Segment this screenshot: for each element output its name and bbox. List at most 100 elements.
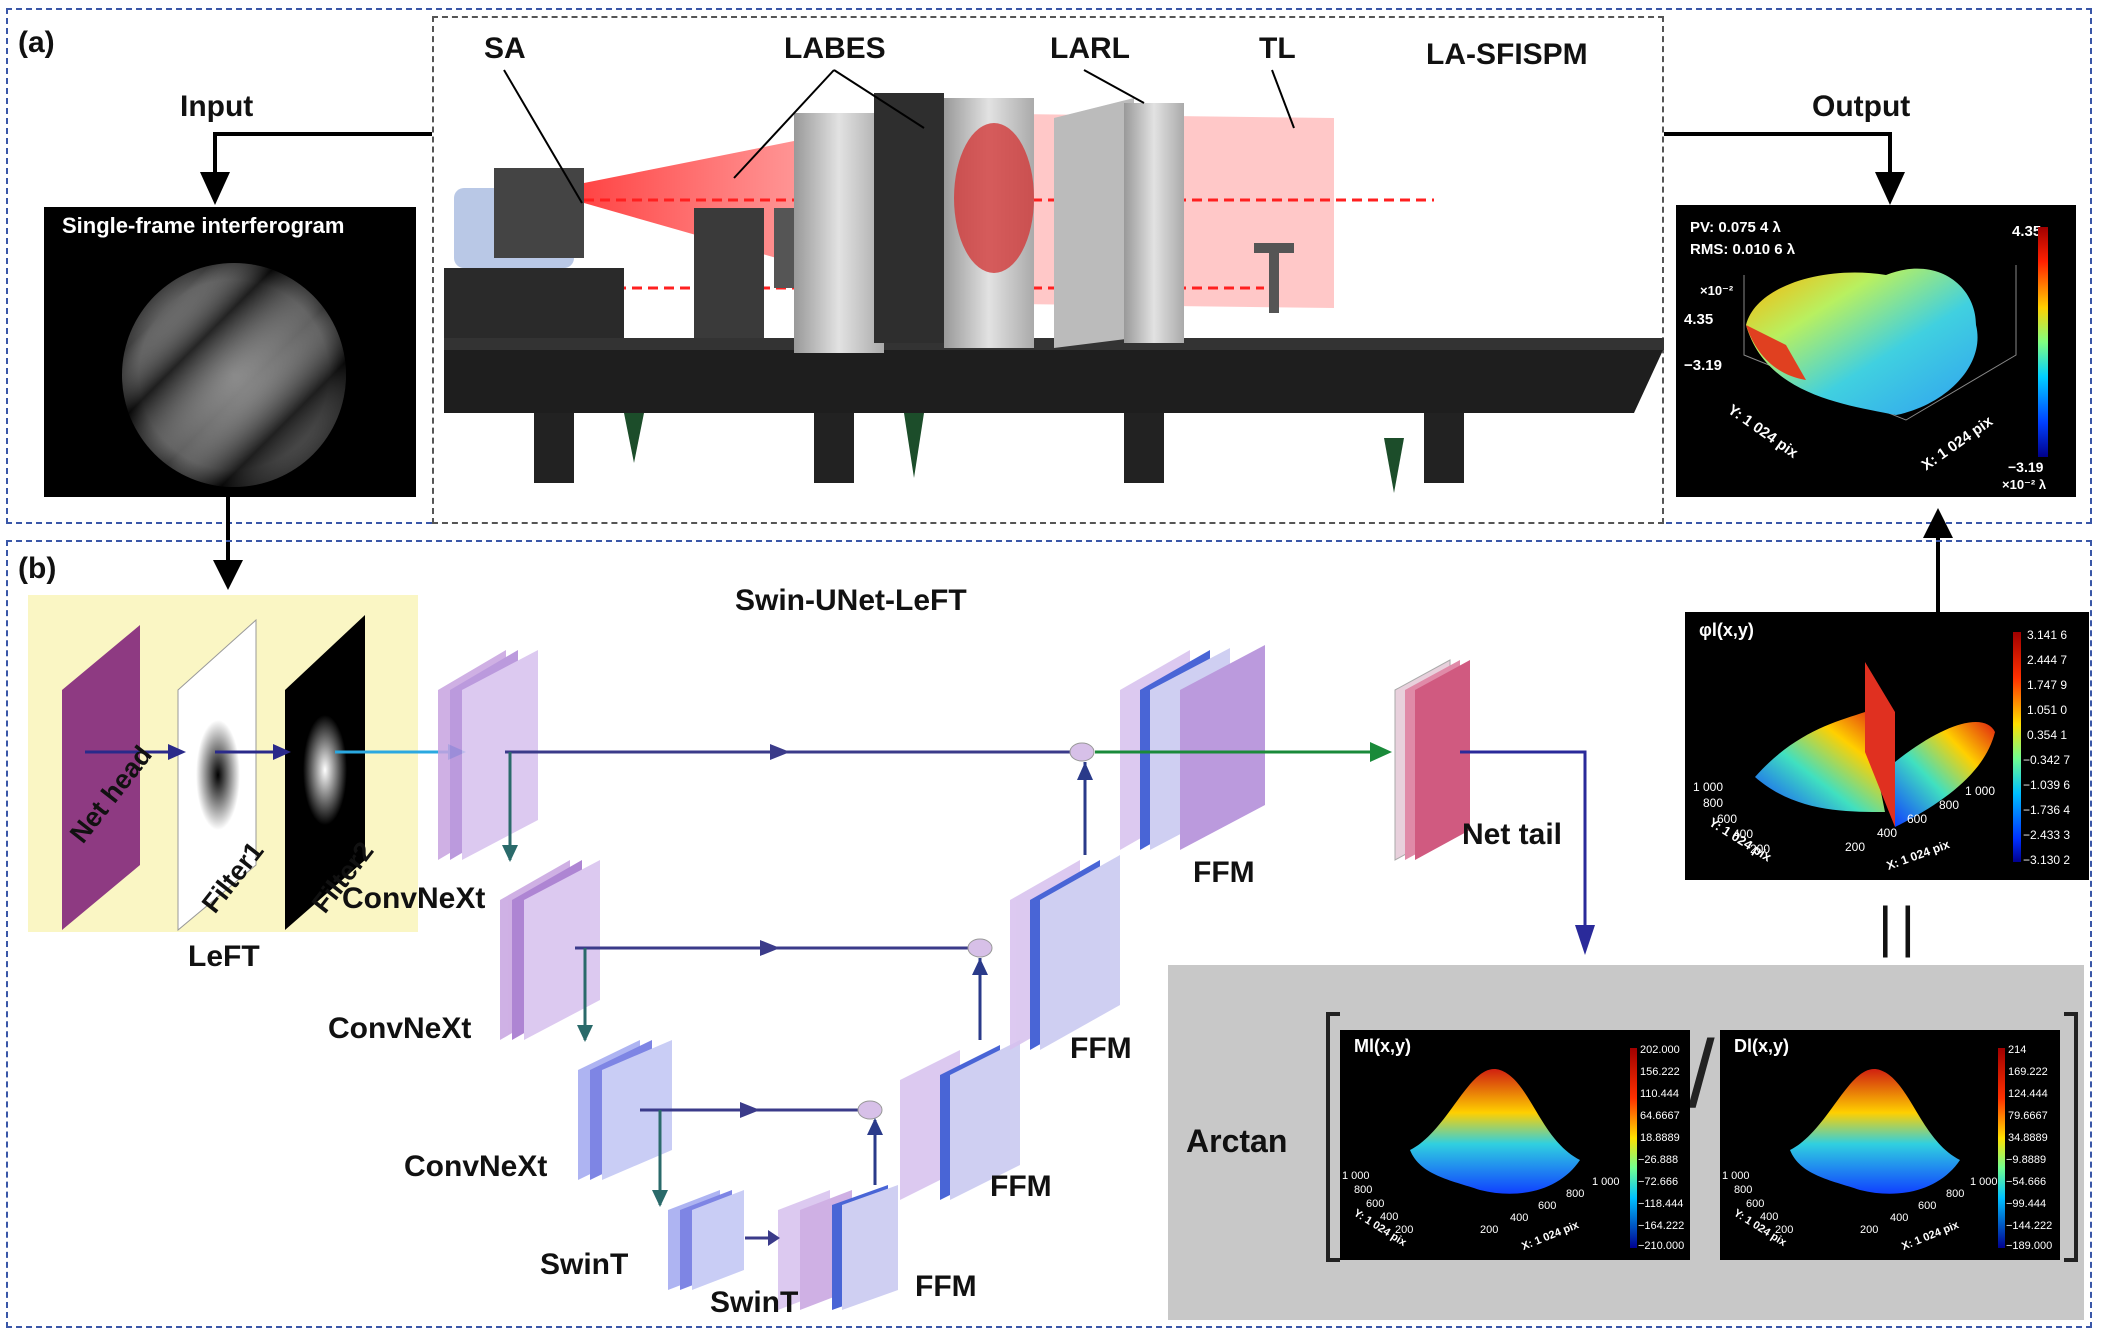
- phase-xtick-0: 200: [1845, 840, 1866, 854]
- label-sa: SA: [484, 32, 526, 65]
- phase-cb-4: 0.354 1: [2027, 728, 2068, 742]
- phase-cb-1: 2.444 7: [2027, 653, 2068, 667]
- m-ytick-1: 800: [1354, 1184, 1373, 1196]
- m-ytick-0: 1 000: [1342, 1170, 1370, 1182]
- phase-cb-5: −0.342 7: [2023, 753, 2071, 767]
- decoder-label-2: FFM: [990, 1170, 1052, 1203]
- phase-cb-2: 1.747 9: [2027, 678, 2068, 692]
- decoder-label-3: FFM: [1070, 1032, 1132, 1065]
- output-cb-max: 4.35: [2012, 223, 2042, 240]
- phase-xtick-1: 400: [1877, 826, 1898, 840]
- m-cb-4: 18.8889: [1640, 1132, 1680, 1144]
- d-cb-9: −189.000: [2006, 1240, 2053, 1252]
- phase-plot-title: φl(x,y): [1699, 620, 1754, 640]
- d-cb-8: −144.222: [2006, 1220, 2053, 1232]
- equals-sign: ||: [1878, 895, 1924, 958]
- output-surface-graphic: [1743, 227, 2048, 457]
- d-xtick-1: 400: [1890, 1212, 1909, 1224]
- d-cb-6: −54.666: [2006, 1176, 2047, 1188]
- phase-cb-7: −1.736 4: [2023, 803, 2071, 817]
- phase-ytick-0: 1 000: [1693, 780, 1724, 794]
- output-zmin: −3.19: [1684, 357, 1722, 374]
- panel-b-label: (b): [18, 552, 57, 585]
- encoder-label-2: ConvNeXt: [328, 1012, 472, 1045]
- m-ytick-3: 400: [1380, 1211, 1399, 1223]
- encoder-label-1: ConvNeXt: [342, 882, 486, 915]
- phase-cb-3: 1.051 0: [2027, 703, 2068, 717]
- d-plot-title: Dl(x,y): [1734, 1036, 1790, 1056]
- m-cb-1: 156.222: [1640, 1066, 1680, 1078]
- m-xtick-1: 400: [1510, 1212, 1529, 1224]
- arctan-label: Arctan: [1186, 1123, 1288, 1159]
- m-cb-3: 64.6667: [1640, 1110, 1680, 1122]
- phase-ytick-1: 800: [1703, 796, 1724, 810]
- phase-cb-6: −1.039 6: [2023, 778, 2071, 792]
- phase-xtick-4: 1 000: [1965, 784, 1996, 798]
- label-labes: LABES: [784, 32, 886, 65]
- d-plot: Dl(x,y) 214 169.222 124.444 79.6667 34.8…: [1720, 1030, 2060, 1260]
- d-ytick-2: 600: [1746, 1198, 1765, 1210]
- phase-xtick-2: 600: [1907, 812, 1928, 826]
- output-label: Output: [1812, 90, 1911, 123]
- d-xtick-3: 800: [1946, 1188, 1965, 1200]
- m-ytick-4: 200: [1395, 1224, 1414, 1236]
- m-xtick-0: 200: [1480, 1224, 1499, 1236]
- output-pv: PV: 0.075 4 λ: [1690, 219, 1781, 236]
- d-xtick-2: 600: [1918, 1200, 1937, 1212]
- m-plot-title: Ml(x,y): [1354, 1036, 1412, 1056]
- label-tl: TL: [1259, 32, 1296, 65]
- d-cb-2: 124.444: [2008, 1088, 2048, 1100]
- m-cb-7: −118.444: [1638, 1198, 1684, 1210]
- d-cb-4: 34.8889: [2008, 1132, 2048, 1144]
- optical-setup-illustration: [444, 93, 1664, 493]
- output-exp: ×10⁻²: [1700, 283, 1734, 298]
- m-cb-9: −210.000: [1638, 1240, 1685, 1252]
- d-cb-5: −9.8889: [2006, 1154, 2047, 1166]
- decoder-label-1: FFM: [915, 1270, 977, 1303]
- net-tail-label: Net tail: [1462, 818, 1563, 851]
- bottleneck-label: SwinT: [710, 1286, 799, 1319]
- d-ytick-0: 1 000: [1722, 1170, 1750, 1182]
- label-larl: LARL: [1050, 32, 1130, 65]
- decoder-label-4: FFM: [1193, 856, 1255, 889]
- d-cb-7: −99.444: [2006, 1198, 2047, 1210]
- d-xtick-4: 1 000: [1970, 1176, 1998, 1188]
- d-cb-1: 169.222: [2008, 1066, 2048, 1078]
- panel-a-label: (a): [18, 26, 55, 59]
- phase-cb-9: −3.130 2: [2023, 853, 2071, 867]
- phase-xtick-3: 800: [1939, 798, 1960, 812]
- m-plot: Ml(x,y) 202.000 156.222 110.444 64.6667 …: [1340, 1030, 1690, 1260]
- d-xtick-0: 200: [1860, 1224, 1879, 1236]
- d-plot-graphic: [1790, 1048, 2005, 1248]
- left-title: LeFT: [188, 940, 260, 973]
- phase-ytick-3: 400: [1733, 827, 1754, 841]
- division-slash: /: [1688, 1021, 1715, 1128]
- m-cb-6: −72.666: [1638, 1176, 1679, 1188]
- setup-pointer-lines: [503, 69, 1295, 204]
- phase-ytick-2: 600: [1717, 812, 1738, 826]
- m-ytick-2: 600: [1366, 1198, 1385, 1210]
- encoder-label-4: SwinT: [540, 1248, 629, 1281]
- system-title: LA-SFISPM: [1426, 38, 1588, 71]
- encoder-label-3: ConvNeXt: [404, 1150, 548, 1183]
- m-xtick-4: 1 000: [1592, 1176, 1620, 1188]
- output-surface-plot: PV: 0.075 4 λ RMS: 0.010 6 λ ×10⁻² 4.35 …: [1676, 205, 2076, 497]
- phase-cb-8: −2.433 3: [2023, 828, 2071, 842]
- optical-setup-frame: SA LABES LARL TL LA-SFISPM: [432, 16, 1664, 524]
- output-zmax: 4.35: [1684, 311, 1714, 328]
- output-rms: RMS: 0.010 6 λ: [1690, 241, 1796, 258]
- d-ytick-3: 400: [1760, 1211, 1779, 1223]
- input-label: Input: [180, 90, 254, 123]
- d-cb-0: 214: [2008, 1044, 2027, 1056]
- network-title: Swin-UNet-LeFT: [735, 584, 967, 617]
- phase-ytick-4: 200: [1750, 842, 1771, 856]
- m-xtick-3: 800: [1566, 1188, 1585, 1200]
- output-cb-unit: ×10⁻² λ: [2002, 477, 2047, 492]
- panel-b-frame: [6, 540, 2092, 1328]
- d-ytick-4: 200: [1775, 1224, 1794, 1236]
- phase-cb-0: 3.141 6: [2027, 628, 2068, 642]
- m-cb-8: −164.222: [1638, 1220, 1685, 1232]
- d-cb-3: 79.6667: [2008, 1110, 2048, 1122]
